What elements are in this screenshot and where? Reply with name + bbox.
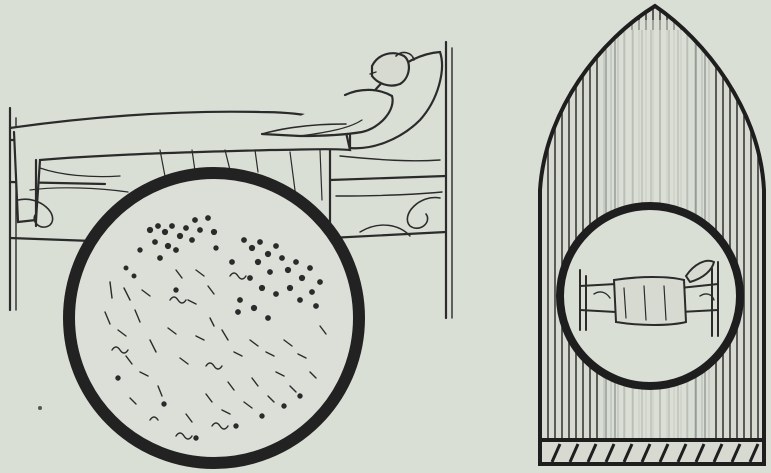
bullet-capsule bbox=[540, 0, 770, 464]
microscope-view bbox=[69, 173, 359, 463]
patient-head bbox=[372, 53, 409, 85]
bed-vignette bbox=[560, 206, 740, 386]
microscope-lens bbox=[69, 173, 359, 463]
